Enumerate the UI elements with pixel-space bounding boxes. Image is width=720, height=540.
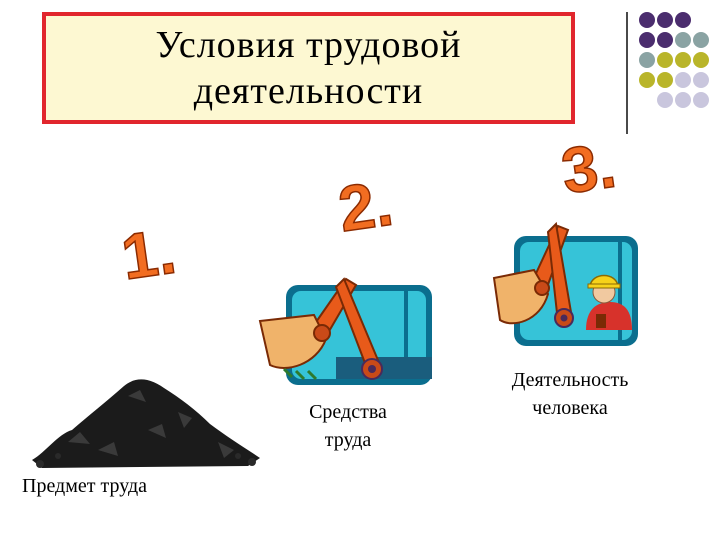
decor-dot <box>693 32 709 48</box>
decor-dot <box>675 52 691 68</box>
decor-dot <box>639 52 655 68</box>
caption-2-line-2: труда <box>324 429 372 451</box>
excavator-icon <box>258 277 432 385</box>
step-number-3: 3. <box>556 128 620 204</box>
vertical-divider <box>626 12 628 134</box>
title-line-2: деятельности <box>193 70 424 112</box>
step-number-1: 1. <box>118 214 178 290</box>
decor-dot <box>693 72 709 88</box>
caption-3-line-1: Деятельность <box>511 369 629 391</box>
step-number-2-text: 2. <box>334 167 397 242</box>
decor-dot <box>675 32 691 48</box>
caption-2-line-1: Средства <box>309 401 387 423</box>
decor-dot <box>639 32 655 48</box>
step-number-1-text: 1. <box>118 215 178 290</box>
caption-1-text: Предмет труда <box>22 475 148 497</box>
decor-dot <box>675 72 691 88</box>
decor-dot <box>693 92 709 108</box>
excavator-with-worker-icon <box>492 221 638 346</box>
caption-human-activity: Деятельность человека <box>480 366 660 422</box>
decor-dot <box>675 12 691 28</box>
decor-dot <box>657 52 673 68</box>
coal-pile-icon <box>32 379 260 468</box>
decorative-dot-grid <box>639 12 709 108</box>
title-line-1: Условия трудовой <box>155 24 462 66</box>
decor-dot <box>675 92 691 108</box>
step-number-3-text: 3. <box>557 129 620 204</box>
title-box: Условия трудовой деятельности <box>42 12 575 124</box>
decor-dot <box>693 52 709 68</box>
decor-dot <box>657 72 673 88</box>
decor-dot <box>639 12 655 28</box>
caption-subject-of-labour: Предмет труда <box>22 472 202 500</box>
decor-dot <box>657 32 673 48</box>
decor-dot <box>657 12 673 28</box>
decor-dot <box>657 92 673 108</box>
decor-dot <box>639 72 655 88</box>
step-number-2: 2. <box>333 166 397 242</box>
caption-3-line-2: человека <box>532 397 608 419</box>
caption-means-of-labour: Средства труда <box>278 398 418 454</box>
